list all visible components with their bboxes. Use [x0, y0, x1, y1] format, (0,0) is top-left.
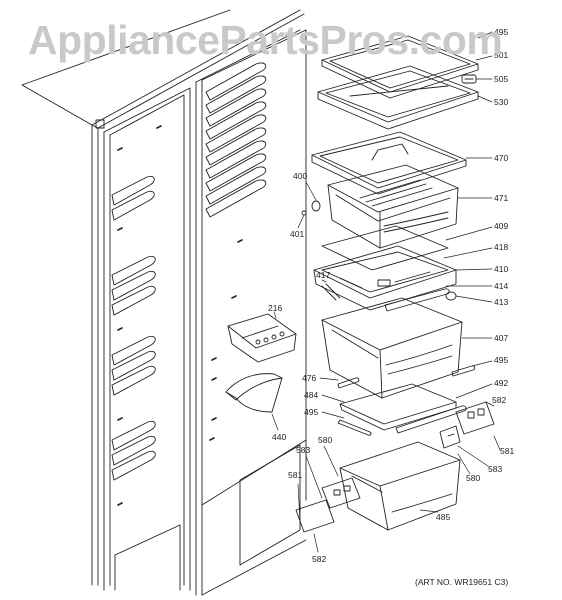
part-label-216: 216 — [268, 303, 282, 313]
art-number: (ART NO. WR19651 C3) — [415, 577, 509, 587]
part-label-492: 492 — [494, 378, 508, 388]
screw-400 — [301, 200, 321, 216]
part-label-501: 501 — [494, 50, 508, 60]
slide-rail-417 — [321, 283, 341, 301]
part-label-418: 418 — [494, 242, 508, 252]
part-label-495-low: 495 — [304, 407, 318, 417]
part-label-409: 409 — [494, 221, 508, 231]
part-label-581-right: 581 — [500, 446, 514, 456]
glass-shelf-501 — [321, 35, 479, 99]
shelf-clip-505 — [461, 74, 477, 84]
part-label-400: 400 — [293, 171, 307, 181]
part-label-401: 401 — [290, 229, 304, 239]
fridge-cabinet — [21, 9, 307, 596]
rail-476 — [337, 377, 360, 389]
part-label-410: 410 — [494, 264, 508, 274]
leader-lines — [271, 31, 501, 553]
freezer-door-bins — [111, 175, 156, 481]
part-label-407: 407 — [494, 333, 508, 343]
part-label-440: 440 — [272, 432, 286, 442]
part-label-583-right: 583 — [488, 464, 502, 474]
part-label-580-right: 580 — [466, 473, 480, 483]
shelf-frame-530 — [317, 65, 479, 130]
part-label-495-top: 495 — [494, 27, 508, 37]
part-label-530: 530 — [494, 97, 508, 107]
cover-582-upper — [455, 401, 495, 435]
part-label-414: 414 — [494, 281, 508, 291]
part-label-583-left: 583 — [296, 445, 310, 455]
part-label-470: 470 — [494, 153, 508, 163]
rail-495-lower — [337, 419, 372, 436]
part-label-413: 413 — [494, 297, 508, 307]
bracket-580-right — [439, 425, 461, 449]
cover-484 — [339, 383, 457, 431]
rail-495 — [451, 365, 476, 377]
shelf-supports — [205, 62, 267, 218]
pan-frame-410 — [313, 245, 457, 311]
part-label-471: 471 — [494, 193, 508, 203]
part-label-417: 417 — [316, 270, 330, 280]
part-label-582-upper: 582 — [492, 395, 506, 405]
part-labels: 495 501 505 530 470 471 400 401 409 418 … — [268, 27, 514, 564]
meat-drawer-485 — [339, 441, 461, 531]
part-label-495-mid: 495 — [494, 355, 508, 365]
cover-582-lower — [295, 499, 335, 533]
part-label-484: 484 — [304, 390, 318, 400]
cover-440 — [225, 373, 283, 413]
snack-pan-471 — [327, 164, 459, 249]
dairy-bin-216 — [227, 313, 297, 363]
part-label-505: 505 — [494, 74, 508, 84]
site-watermark: AppliancePartsPros.com — [28, 17, 503, 63]
part-label-476: 476 — [302, 373, 316, 383]
bracket-580-left — [321, 477, 361, 509]
crisper-drawer-407 — [321, 297, 463, 399]
part-label-485: 485 — [436, 512, 450, 522]
pan-frame-470 — [311, 131, 467, 195]
wall-holes — [117, 125, 243, 506]
part-label-581-left: 581 — [288, 470, 302, 480]
part-label-582-lower: 582 — [312, 554, 326, 564]
part-label-580-left: 580 — [318, 435, 332, 445]
